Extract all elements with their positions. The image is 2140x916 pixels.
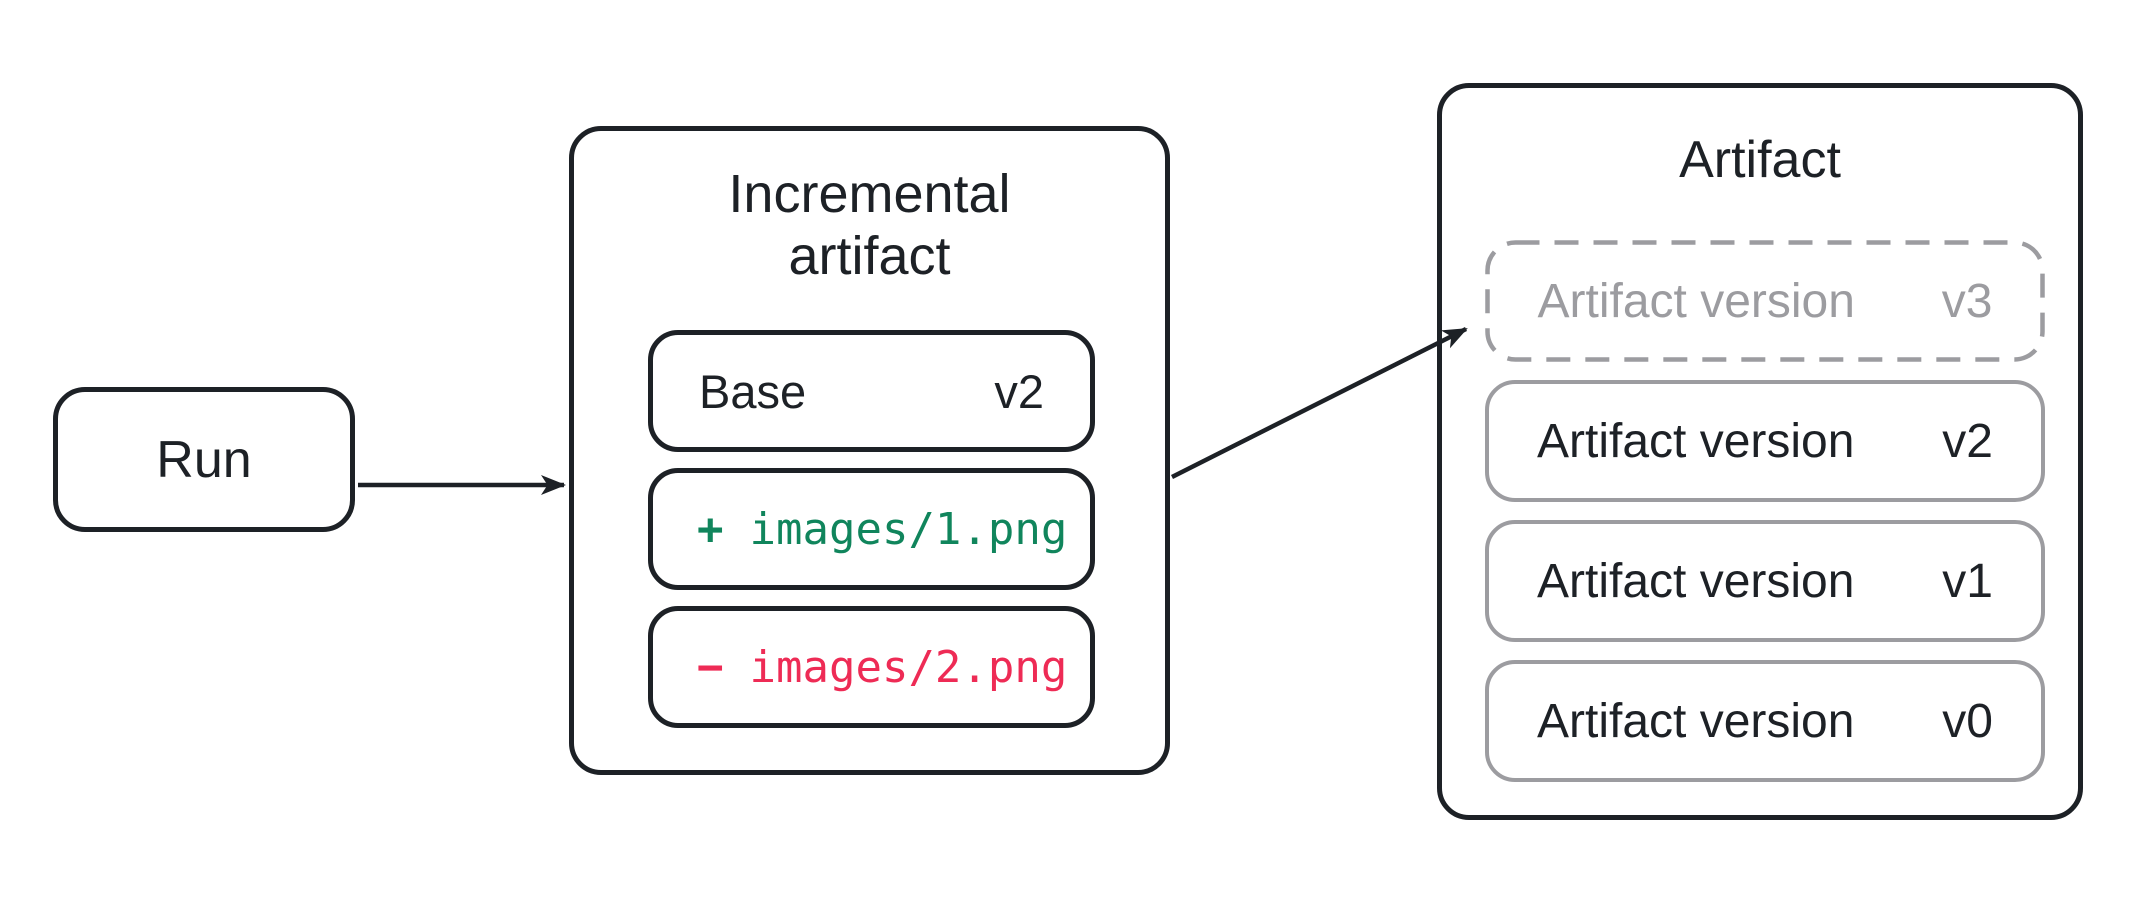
incremental-title-line1: Incremental [728, 164, 1011, 224]
incremental-to-artifact-arrow [1170, 326, 1468, 480]
incremental-artifact-title: Incremental artifact [574, 163, 1165, 287]
artifact-version-row-pending: Artifact version v3 [1485, 240, 2045, 362]
artifact-version-label: Artifact version [1537, 414, 1855, 468]
artifact-version-row: Artifact version v2 [1485, 380, 2045, 502]
minus-icon: − [697, 641, 724, 693]
added-file-path: images/1.png [749, 503, 1068, 555]
artifact-version-number: v0 [1942, 694, 1993, 748]
removed-file-path: images/2.png [749, 641, 1068, 693]
run-node: Run [53, 387, 355, 532]
added-file-row: + images/1.png [648, 468, 1095, 590]
base-label: Base [699, 364, 807, 418]
removed-file-row: − images/2.png [648, 606, 1095, 728]
base-version-row: Base v2 [648, 330, 1095, 452]
incremental-artifact-panel: Incremental artifact Base v2 + images/1.… [569, 126, 1170, 775]
artifact-panel: Artifact Artifact version v3 Artifact ve… [1437, 83, 2083, 820]
artifact-version-number: v3 [1941, 274, 1993, 328]
artifact-version-row: Artifact version v0 [1485, 660, 2045, 782]
artifact-version-label: Artifact version [1537, 554, 1855, 608]
artifact-version-number: v1 [1942, 554, 1993, 608]
artifact-version-label: Artifact version [1537, 694, 1855, 748]
artifact-title: Artifact [1679, 131, 1841, 189]
run-label: Run [156, 430, 252, 489]
artifact-version-row: Artifact version v1 [1485, 520, 2045, 642]
incremental-title-line2: artifact [788, 226, 951, 286]
plus-icon: + [697, 503, 724, 555]
base-version: v2 [994, 364, 1044, 418]
artifact-version-number: v2 [1942, 414, 1993, 468]
artifact-version-label: Artifact version [1537, 274, 1855, 328]
